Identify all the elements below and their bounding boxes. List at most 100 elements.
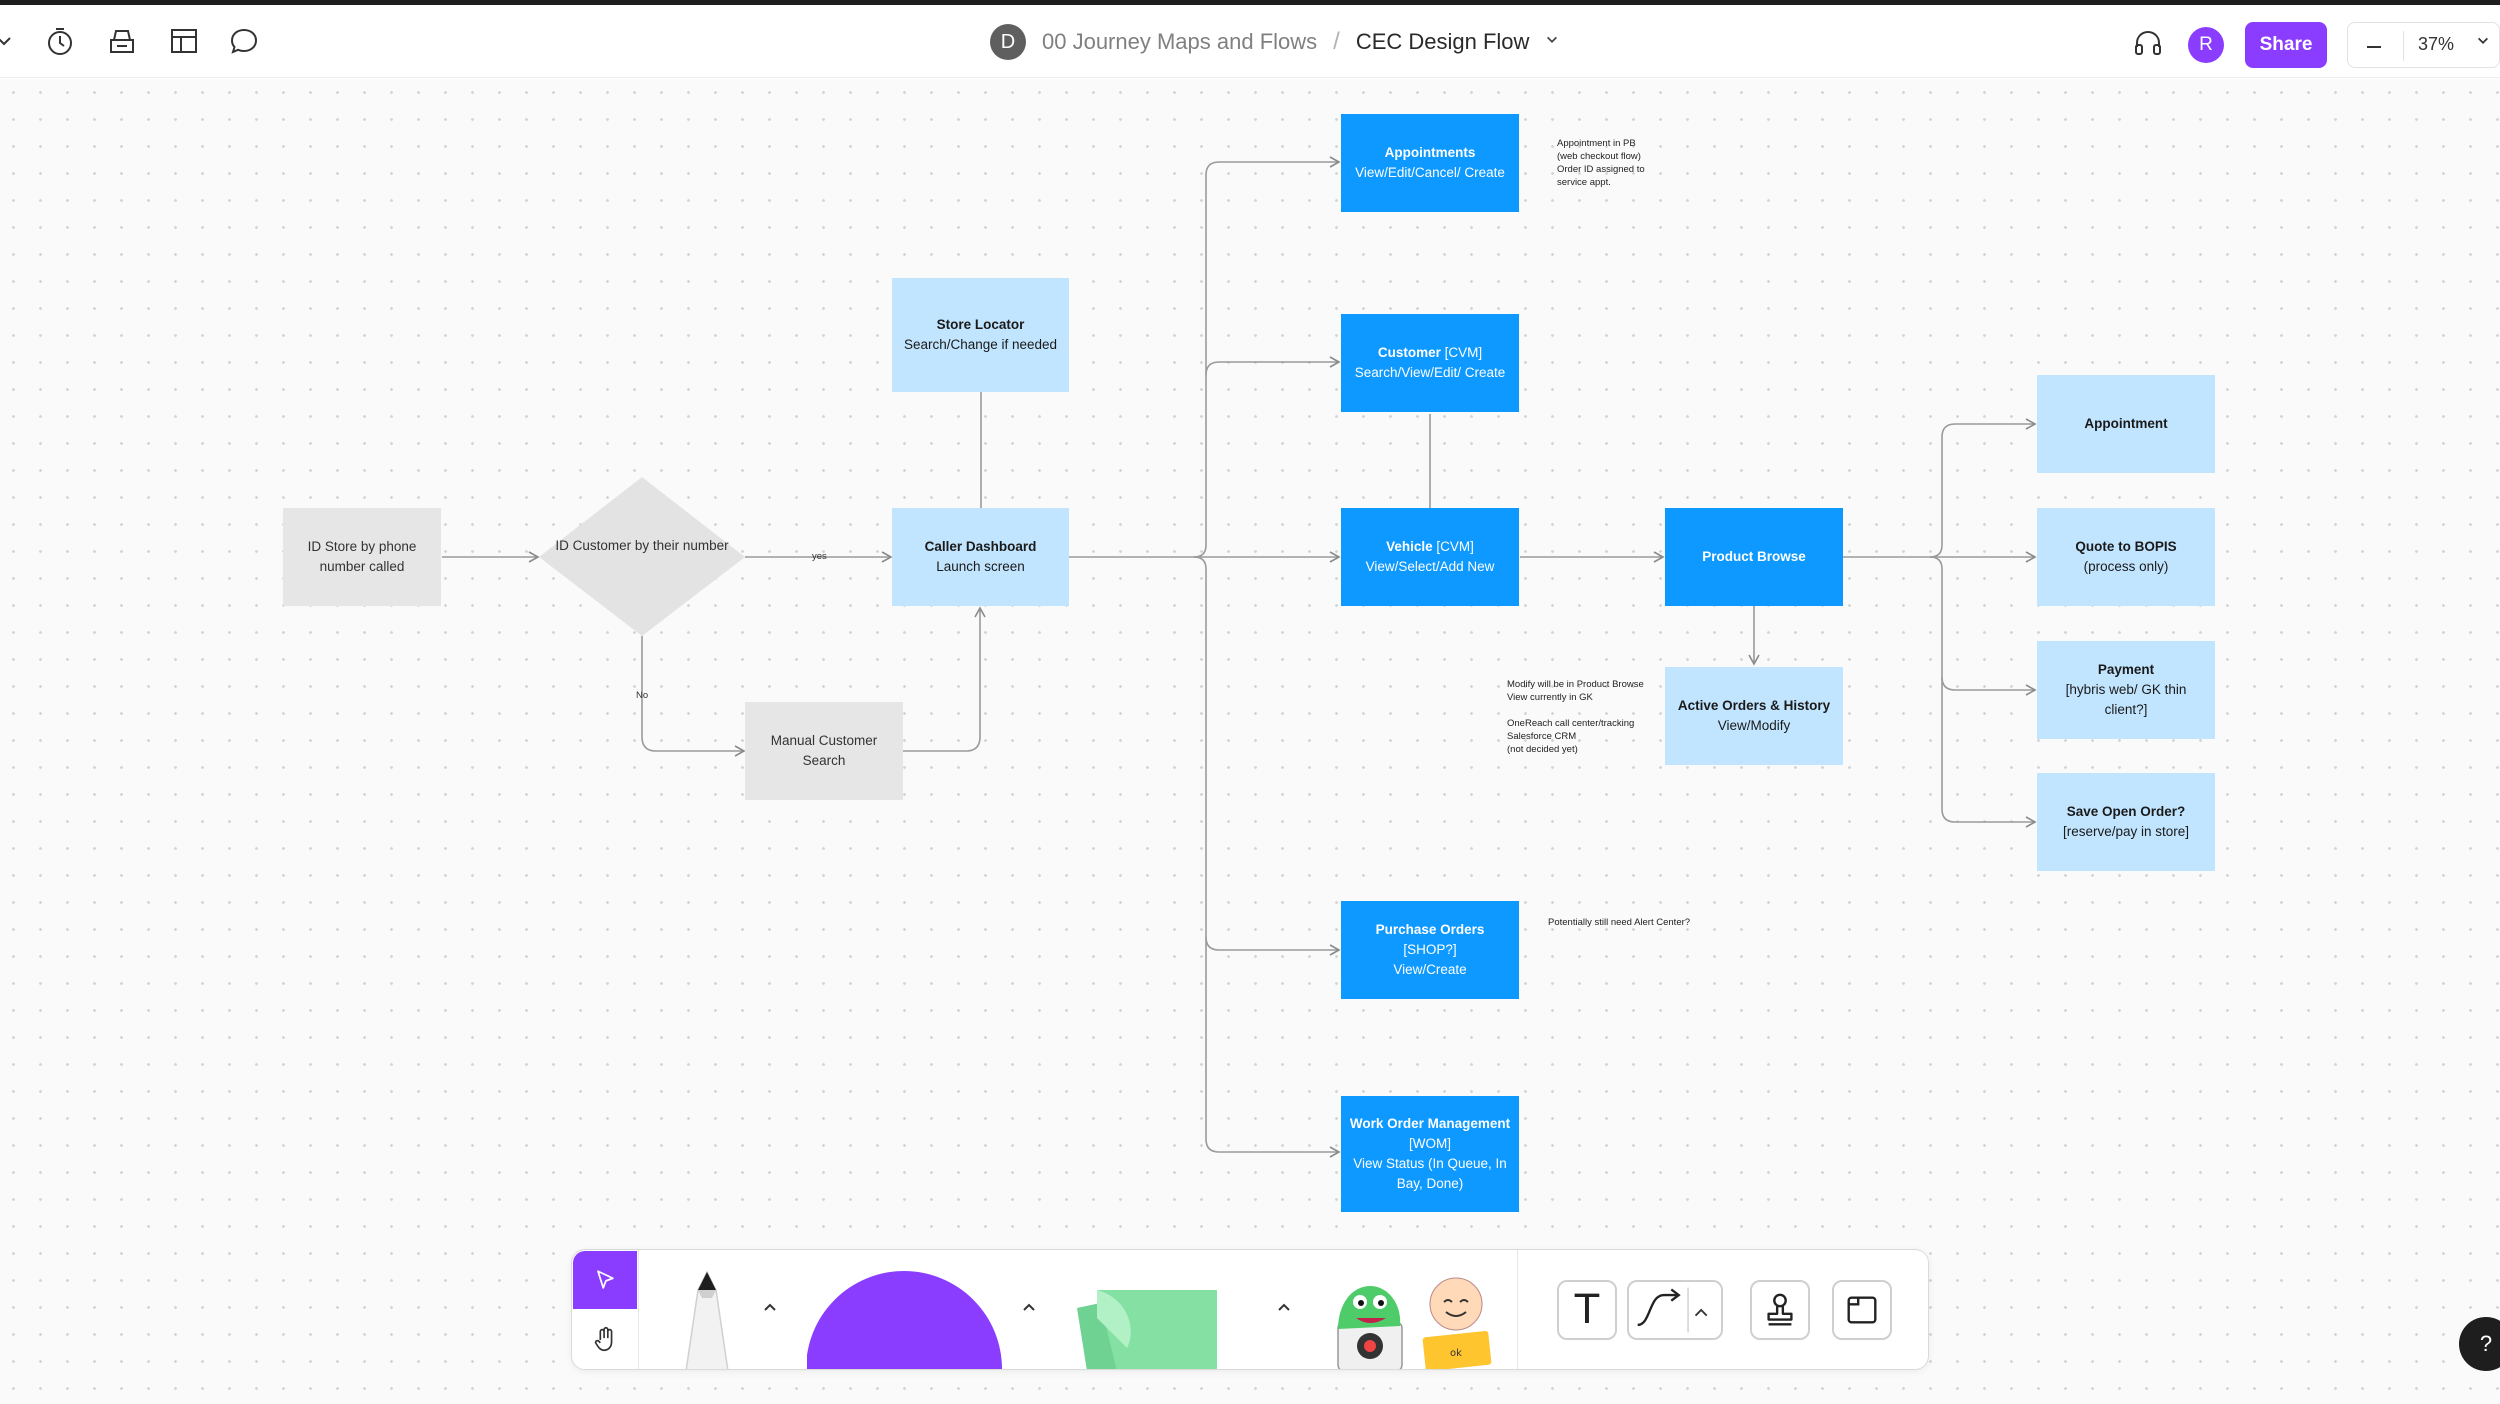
note-alert[interactable]: Potentially still need Alert Center?: [1548, 917, 1691, 928]
node-vehicle[interactable]: Vehicle [CVM] View/Select/Add New: [1341, 508, 1519, 606]
zoom-out-icon[interactable]: [2362, 29, 2386, 68]
file-name[interactable]: CEC Design Flow: [1355, 29, 1530, 54]
share-button[interactable]: Share: [2245, 22, 2327, 68]
sticky-note-tool[interactable]: [1057, 1268, 1257, 1370]
project-avatar[interactable]: D: [990, 24, 1026, 60]
node-quote-body: (process only): [2083, 559, 2169, 574]
connector-tool[interactable]: [1627, 1280, 1723, 1340]
breadcrumb-separator: /: [1333, 28, 1340, 55]
label-no: No: [636, 690, 649, 701]
shape-options-chevron-icon[interactable]: [1018, 1296, 1040, 1318]
note-appointment[interactable]: Appointment in PB (web checkout flow) Or…: [1557, 138, 1645, 188]
node-quote-bopis[interactable]: Quote to BOPIS (process only): [2037, 508, 2215, 606]
node-save-order[interactable]: Save Open Order? [reserve/pay in store]: [2037, 773, 2215, 871]
node-id-store-text: ID Store by phone number called: [307, 539, 417, 574]
window-top-edge: [0, 0, 2500, 5]
top-toolbar: D 00 Journey Maps and Flows / CEC Design…: [0, 5, 2500, 78]
decision-diamond: [539, 477, 745, 636]
node-product-browse[interactable]: Product Browse: [1665, 508, 1843, 606]
node-active-orders-title: Active Orders & History: [1677, 698, 1831, 713]
node-vehicle-title: Vehicle: [1386, 539, 1433, 554]
connector-to-appointment: [1929, 418, 2037, 558]
marker-options-chevron-icon[interactable]: [759, 1296, 781, 1318]
shape-circle-tool[interactable]: [807, 1261, 1007, 1370]
node-product-browse-text: Product Browse: [1702, 549, 1806, 564]
node-payment-title: Payment: [2097, 662, 2155, 677]
node-active-orders-body: View/Modify: [1717, 718, 1791, 733]
connector-icon: [1637, 1287, 1708, 1333]
user-avatar[interactable]: R: [2188, 27, 2224, 63]
node-manual-search[interactable]: Manual Customer Search: [745, 702, 903, 800]
node-vehicle-body: View/Select/Add New: [1365, 559, 1495, 574]
node-id-customer-text: ID Customer by their number: [555, 538, 729, 553]
connector-to-purchase: [1193, 556, 1341, 956]
stamp-tool[interactable]: [1750, 1280, 1810, 1340]
connector-to-workorder: [1205, 937, 1341, 1158]
whiteboard-canvas[interactable]: [0, 79, 2500, 1404]
dock-divider: [1517, 1250, 1518, 1369]
node-customer[interactable]: Customer [CVM] Search/View/Edit/ Create: [1341, 314, 1519, 412]
node-vehicle-tag: [CVM]: [1436, 539, 1474, 554]
node-appointment[interactable]: Appointment: [2037, 375, 2215, 473]
connector-no: [641, 636, 746, 757]
node-save-title: Save Open Order?: [2066, 804, 2186, 819]
breadcrumb: D 00 Journey Maps and Flows / CEC Design…: [990, 23, 1559, 61]
node-save-body: [reserve/pay in store]: [2062, 824, 2190, 839]
node-appointments-body: View/Edit/Cancel/ Create: [1355, 165, 1505, 180]
node-work-order-body: View Status (In Queue, In Bay, Done): [1353, 1156, 1507, 1191]
main-menu-chevron-icon[interactable]: [0, 23, 26, 59]
stamp-icon: [1767, 1293, 1793, 1326]
connector-manual-to-caller: [903, 606, 986, 752]
node-id-store[interactable]: ID Store by phone number called: [283, 508, 441, 606]
zoom-chevron-icon[interactable]: [2476, 34, 2490, 51]
file-menu-chevron-icon[interactable]: [1545, 33, 1559, 52]
node-caller-body: Launch screen: [936, 559, 1025, 574]
zoom-level[interactable]: 37%: [2418, 34, 2455, 54]
select-icon: [597, 1270, 614, 1289]
layout-templates-icon[interactable]: [166, 23, 202, 59]
node-payment-body: [hybris web/ GK thin client?]: [2065, 682, 2187, 717]
library-icon[interactable]: [104, 23, 140, 59]
node-store-locator-body: Search/Change if needed: [903, 337, 1058, 352]
node-appointment-text: Appointment: [2084, 416, 2168, 431]
text-icon: T: [1574, 1287, 1600, 1333]
marker-icon[interactable]: [672, 1270, 742, 1370]
help-button[interactable]: ?: [2459, 1317, 2500, 1371]
node-purchase-orders[interactable]: Purchase Orders [SHOP?] View/Create: [1341, 901, 1519, 999]
node-work-order-title: Work Order Management: [1349, 1116, 1511, 1131]
node-customer-tag: [CVM]: [1444, 345, 1483, 360]
project-name[interactable]: 00 Journey Maps and Flows: [1042, 29, 1318, 54]
audio-headphones-icon[interactable]: [2130, 25, 2166, 61]
section-tool[interactable]: [1832, 1280, 1892, 1340]
zoom-divider: [2403, 31, 2404, 61]
connector-to-appointments: [1193, 156, 1341, 558]
dock-divider: [638, 1250, 639, 1369]
hand-tool[interactable]: [573, 1310, 637, 1368]
node-purchase-title: Purchase Orders: [1375, 922, 1485, 937]
sticky-options-chevron-icon[interactable]: [1273, 1296, 1295, 1318]
select-tool[interactable]: [573, 1251, 637, 1309]
zoom-control: 37%: [2347, 22, 2500, 68]
node-manual-search-text: Manual Customer Search: [770, 733, 878, 768]
node-purchase-body: View/Create: [1393, 962, 1467, 977]
stickers-tool[interactable]: ok: [1332, 1274, 1492, 1370]
label-yes: yes: [812, 551, 827, 562]
node-work-order[interactable]: Work Order Management [WOM] View Status …: [1341, 1096, 1519, 1212]
connector-to-save: [1941, 677, 2037, 828]
node-caller-dashboard[interactable]: Caller Dashboard Launch screen: [892, 508, 1069, 606]
node-active-orders[interactable]: Active Orders & History View/Modify: [1665, 667, 1843, 765]
hand-icon: [594, 1326, 613, 1352]
node-store-locator[interactable]: Store Locator Search/Change if needed: [892, 278, 1069, 392]
node-purchase-tag: [SHOP?]: [1403, 942, 1457, 957]
creation-dock: ok T: [571, 1249, 1929, 1370]
sticker-text: ok: [1450, 1348, 1462, 1359]
node-caller-title: Caller Dashboard: [924, 539, 1037, 554]
timer-icon[interactable]: [42, 23, 78, 59]
text-tool[interactable]: T: [1557, 1280, 1617, 1340]
note-modify[interactable]: Modify will be in Product Browse View cu…: [1507, 679, 1644, 755]
node-appointments[interactable]: Appointments View/Edit/Cancel/ Create: [1341, 114, 1519, 212]
node-payment[interactable]: Payment [hybris web/ GK thin client?]: [2037, 641, 2215, 739]
connector-to-payment: [1929, 556, 2037, 696]
comment-icon[interactable]: [226, 23, 262, 59]
